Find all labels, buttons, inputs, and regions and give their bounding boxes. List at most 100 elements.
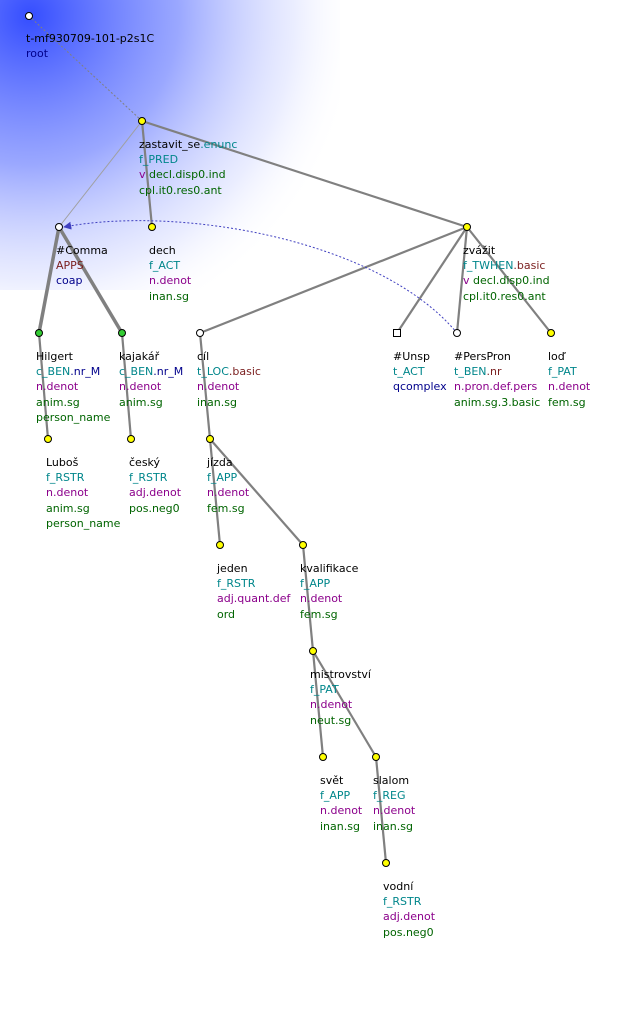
node-sempos: v: [463, 274, 470, 288]
node-grammatemes: neut.sg: [310, 713, 352, 727]
node-mistrovstvi[interactable]: [309, 647, 317, 655]
coreference-arrow: [63, 220, 458, 334]
node-functor: t_LOC: [197, 365, 229, 379]
node-nodetype: qcomplex: [393, 380, 447, 394]
node-sempos: n.denot: [300, 592, 343, 606]
node-cesky[interactable]: [127, 435, 135, 443]
node-suffix: .enunc: [200, 138, 238, 151]
edge-zvazit-cil: [199, 225, 468, 335]
label-hilgert: Hilgert c_BEN.nr_M n.denot anim.sg perso…: [36, 349, 110, 425]
node-grammatemes: anim.sg: [36, 395, 80, 409]
node-root[interactable]: [25, 12, 33, 20]
node-ner: person_name: [36, 410, 111, 424]
node-grammatemes: inan.sg: [373, 819, 413, 833]
edge-cil-jizda: [198, 332, 212, 440]
node-lemma: Luboš: [46, 456, 79, 469]
node-zvazit[interactable]: [463, 223, 471, 231]
edge-hilgert-lubos: [37, 332, 50, 440]
node-zastavit[interactable]: [138, 117, 146, 125]
node-subfunctor: .nr_M: [153, 365, 184, 379]
node-ner: person_name: [46, 516, 121, 530]
node-vodni[interactable]: [382, 859, 390, 867]
node-grammatemes: pos.neg0: [129, 501, 180, 515]
node-lemma: loď: [548, 350, 565, 363]
edge-comma-hilgert: [37, 226, 61, 334]
node-functor: APPS: [56, 259, 84, 273]
node-sempos: n.denot: [36, 380, 79, 394]
label-kajakar: kajakář c_BEN.nr_M n.denot anim.sg: [119, 349, 183, 410]
node-subfunctor: .nr_M: [70, 365, 101, 379]
node-cil[interactable]: [196, 329, 204, 337]
node-lemma: dech: [149, 244, 176, 257]
label-lubos: Luboš f_RSTR n.denot anim.sg person_name: [46, 455, 120, 531]
edge-zastavit-dech: [140, 120, 154, 228]
node-unsp[interactable]: [393, 329, 401, 337]
node-subfunctor: .basic: [513, 259, 546, 273]
label-comma: #Comma APPS coap: [56, 243, 108, 289]
tree-id: t-mf930709-101-p2s1C: [26, 32, 155, 45]
node-functor: c_BEN: [119, 365, 154, 379]
node-lemma: mistrovství: [310, 668, 371, 681]
node-sempos: n.denot: [373, 804, 416, 818]
node-lemma: kvalifikace: [300, 562, 359, 575]
label-lod: loď f_PAT n.denot fem.sg: [548, 349, 590, 410]
edge-jizda-jeden: [208, 438, 222, 546]
node-grammatemes: ord: [217, 607, 236, 621]
label-svet: svět f_APP n.denot inan.sg: [320, 773, 362, 834]
node-lemma: český: [129, 456, 161, 469]
node-grammatemes: decl.disp0.ind: [149, 168, 226, 182]
node-sempos: n.denot: [119, 380, 162, 394]
label-mistrovstvi: mistrovství f_PAT n.denot neut.sg: [310, 667, 371, 728]
node-sempos: n.pron.def.pers: [454, 380, 538, 394]
node-svet[interactable]: [319, 753, 327, 761]
label-cil: cíl t_LOC.basic n.denot inan.sg: [197, 349, 261, 410]
node-functor: c_BEN: [36, 365, 71, 379]
node-functor: f_ACT: [149, 259, 181, 273]
node-lubos[interactable]: [44, 435, 52, 443]
node-lemma: slalom: [373, 774, 410, 787]
node-lemma: jeden: [217, 562, 248, 575]
label-vodni: vodní f_RSTR adj.denot pos.neg0: [383, 879, 435, 940]
node-sempos: n.denot: [320, 804, 363, 818]
node-dech[interactable]: [148, 223, 156, 231]
node-kajakar[interactable]: [118, 329, 126, 337]
node-sempos: n.denot: [149, 274, 192, 288]
node-sempos: n.denot: [207, 486, 250, 500]
edge-kajakar-cesky: [120, 332, 133, 440]
node-lemma: zastavit_se: [139, 138, 201, 151]
label-jeden: jeden f_RSTR adj.quant.def ord: [217, 561, 290, 622]
node-hilgert[interactable]: [35, 329, 43, 337]
node-comma[interactable]: [55, 223, 63, 231]
node-lod[interactable]: [547, 329, 555, 337]
edge-mistrovstvi-svet: [311, 650, 325, 758]
edge-slalom-vodni: [374, 756, 388, 864]
edge-zastavit-comma: [58, 120, 143, 228]
node-grammatemes-2: cpl.it0.res0.ant: [139, 183, 222, 197]
edge-mistrovstvi-slalom: [312, 650, 377, 758]
edge-comma-kajakar: [57, 226, 124, 334]
node-lemma: svět: [320, 774, 344, 787]
label-zastavit: zastavit_se.enunc f_PRED v decl.disp0.in…: [139, 137, 237, 198]
label-zvazit: zvážit f_TWHEN.basic v decl.disp0.ind cp…: [463, 243, 550, 304]
node-grammatemes: pos.neg0: [383, 925, 434, 939]
edge-zastavit-zvazit: [141, 119, 468, 229]
node-kvalifikace[interactable]: [299, 541, 307, 549]
label-slalom: slalom f_REG n.denot inan.sg: [373, 773, 415, 834]
node-perspron[interactable]: [453, 329, 461, 337]
node-slalom[interactable]: [372, 753, 380, 761]
node-grammatemes: inan.sg: [149, 289, 189, 303]
node-jeden[interactable]: [216, 541, 224, 549]
label-kvalifikace: kvalifikace f_APP n.denot fem.sg: [300, 561, 358, 622]
node-functor: f_APP: [207, 471, 238, 485]
node-grammatemes: decl.disp0.ind: [473, 274, 550, 288]
node-grammatemes: anim.sg: [119, 395, 163, 409]
node-grammatemes-2: cpl.it0.res0.ant: [463, 289, 546, 303]
label-cesky: český f_RSTR adj.denot pos.neg0: [129, 455, 181, 516]
node-functor: f_PRED: [139, 153, 179, 167]
node-grammatemes: fem.sg: [207, 501, 245, 515]
node-jizda[interactable]: [206, 435, 214, 443]
node-functor: f_TWHEN: [463, 259, 514, 273]
label-perspron: #PersPron t_BEN.nr n.pron.def.pers anim.…: [454, 349, 540, 410]
node-lemma: #Comma: [56, 244, 108, 257]
